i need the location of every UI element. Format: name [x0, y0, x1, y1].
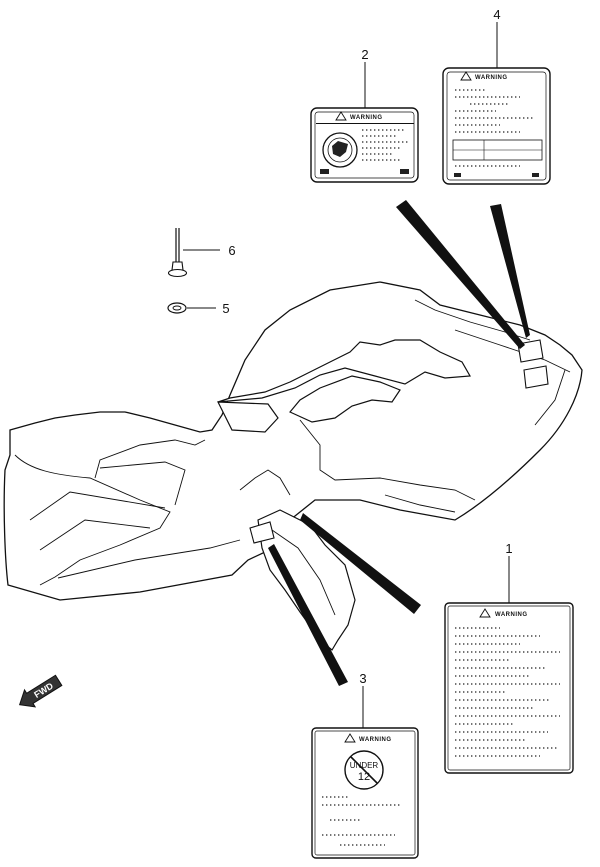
wedge-label-1: [300, 513, 421, 614]
age-text: 12: [358, 771, 370, 783]
callout-6: 6: [228, 243, 235, 258]
callout-1: 1: [505, 541, 512, 556]
warning-heading: WARNING: [350, 115, 383, 121]
rivet-part-6: [167, 228, 220, 278]
pointer-wedges: [268, 200, 530, 686]
callout-4: 4: [493, 7, 500, 22]
leader-lines: [362, 22, 510, 728]
warning-label-2: WARNING: [310, 107, 419, 183]
under-text: UNDER: [350, 761, 379, 770]
warning-heading: WARNING: [359, 737, 392, 743]
callout-3: 3: [359, 671, 366, 686]
callout-2: 2: [361, 47, 368, 62]
callout-5: 5: [222, 301, 229, 316]
warning-label-4: WARNING: [442, 67, 551, 185]
wedge-label-4: [490, 204, 530, 338]
nut-part-5: [167, 302, 216, 314]
forward-arrow-icon: FWD: [18, 674, 63, 708]
wedge-label-2: [396, 200, 525, 349]
warning-heading: WARNING: [475, 75, 508, 81]
wedge-label-3: [268, 544, 348, 686]
warning-heading: WARNING: [495, 612, 528, 618]
warning-label-3: WARNING UNDER 12: [311, 727, 419, 859]
warning-label-1: WARNING: [444, 602, 574, 774]
